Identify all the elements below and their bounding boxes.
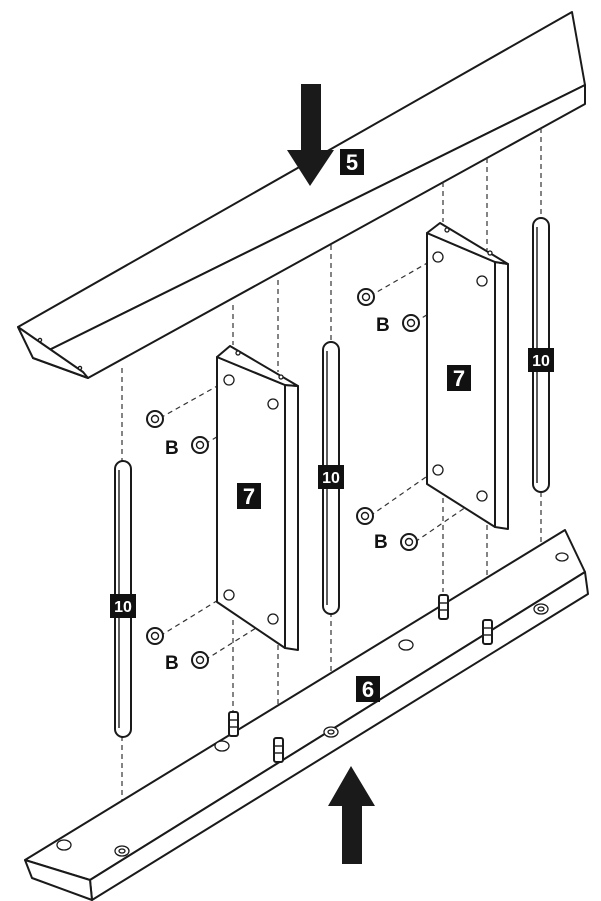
cam-lock-fitting — [356, 507, 374, 525]
cam-lock-fitting — [191, 436, 209, 454]
alignment-lines — [121, 128, 542, 850]
cam-bolt — [438, 594, 449, 620]
svg-text:5: 5 — [346, 150, 358, 175]
fitting-label: B — [374, 532, 388, 553]
cam-bolt — [482, 619, 493, 645]
part-label-top-board: 5 — [340, 149, 364, 175]
cam-lock-fitting — [146, 627, 164, 645]
cam-bolt — [228, 711, 239, 737]
part-label-dowel-left: 10 — [110, 594, 136, 618]
cam-lock-fitting — [191, 651, 209, 669]
fitting-label: B — [165, 438, 179, 459]
part-label-bottom-board: 6 — [356, 676, 380, 702]
fitting-label: B — [165, 653, 179, 674]
svg-text:10: 10 — [532, 353, 550, 370]
svg-text:7: 7 — [243, 484, 255, 509]
part-label-side-panel-left: 7 — [237, 483, 261, 509]
svg-text:7: 7 — [453, 366, 465, 391]
cam-lock-fitting — [357, 288, 375, 306]
top-board — [17, 11, 586, 379]
cam-lock-fitting — [146, 410, 164, 428]
cam-bolt — [273, 737, 284, 763]
part-label-side-panel-right: 7 — [447, 365, 471, 391]
svg-text:6: 6 — [362, 677, 374, 702]
part-label-dowel-right: 10 — [528, 348, 554, 372]
fitting-label: B — [376, 315, 390, 336]
part-label-dowel-center: 10 — [318, 465, 344, 489]
cam-lock-fitting — [402, 314, 420, 332]
cam-lock-fitting — [400, 533, 418, 551]
svg-text:10: 10 — [322, 470, 340, 487]
bottom-board — [24, 529, 589, 901]
arrow-up-icon — [328, 766, 375, 864]
arrow-down-icon — [287, 84, 334, 186]
svg-text:10: 10 — [114, 599, 132, 616]
